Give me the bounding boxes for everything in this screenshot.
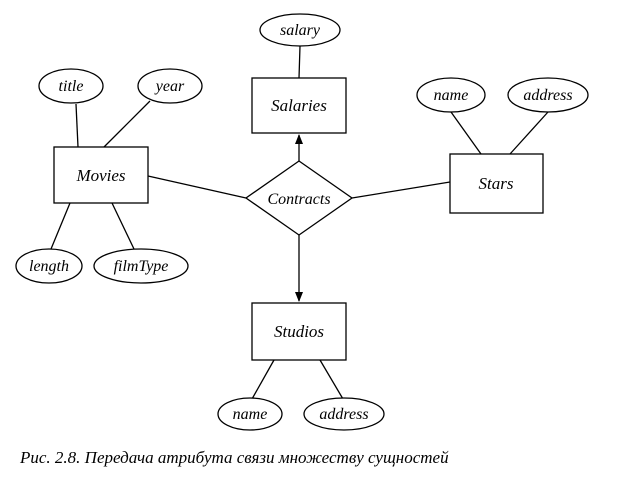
entity-movies: Movies <box>53 146 149 204</box>
edge-movies-title <box>75 103 79 148</box>
entity-stars-label: Stars <box>479 174 514 193</box>
attribute-movies-year-label: year <box>154 78 185 95</box>
attribute-salaries-salary: salary <box>259 13 341 47</box>
edge-stars-address <box>509 111 549 155</box>
figure-caption: Рис. 2.8. Передача атрибута связи множес… <box>20 448 449 467</box>
attribute-stars-name: name <box>416 77 486 113</box>
relationship-contracts: Contracts <box>244 160 354 236</box>
edge-stars-name <box>450 111 482 155</box>
attribute-stars-name-label: name <box>434 87 469 104</box>
attribute-salaries-salary-label: salary <box>280 22 321 39</box>
attribute-movies-length-label: length <box>29 258 69 275</box>
attribute-stars-address-label: address <box>523 87 572 104</box>
relationship-contracts-label: Contracts <box>267 191 330 208</box>
edge-contracts-stars <box>351 181 451 199</box>
attribute-studios-address: address <box>303 397 385 431</box>
edge-movies-year <box>103 100 151 148</box>
attribute-studios-name-label: name <box>233 406 268 423</box>
entity-movies-label: Movies <box>75 166 125 185</box>
entity-studios: Studios <box>251 302 347 361</box>
edge-movies-length <box>50 202 71 250</box>
attribute-studios-address-label: address <box>319 406 368 423</box>
entity-salaries-label: Salaries <box>271 96 327 115</box>
entity-salaries: Salaries <box>251 77 347 134</box>
attribute-movies-year: year <box>137 68 203 104</box>
edge-contracts-movies <box>147 175 247 199</box>
entity-stars: Stars <box>449 153 544 214</box>
attribute-movies-title: title <box>38 68 104 104</box>
edge-studios-address <box>319 359 344 400</box>
edge-movies-filmtype <box>111 202 135 250</box>
attribute-movies-length: length <box>15 248 83 284</box>
attribute-stars-address: address <box>507 77 589 113</box>
attribute-studios-name: name <box>217 397 283 431</box>
attribute-movies-filmtype-label: filmType <box>114 258 169 275</box>
attribute-movies-filmtype: filmType <box>93 248 189 284</box>
entity-studios-label: Studios <box>274 322 324 341</box>
edge-salaries-salary <box>298 45 301 79</box>
attribute-movies-title-label: title <box>59 78 84 95</box>
edge-studios-name <box>251 359 275 400</box>
